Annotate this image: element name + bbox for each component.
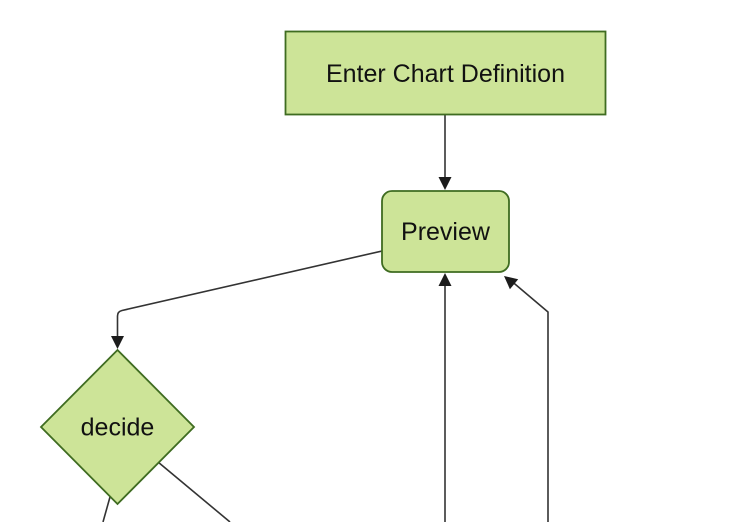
arrowhead-into-preview-corner [504, 276, 519, 290]
decide-diamond [39, 348, 196, 506]
node-decide: decide [39, 348, 196, 506]
decide-label: decide [81, 414, 155, 442]
node-preview: Preview [381, 190, 510, 273]
edge-preview-to-decide [116, 250, 383, 338]
preview-label: Preview [401, 218, 491, 246]
enter-chart-definition-box [284, 30, 607, 116]
enter-chart-definition-label: Enter Chart Definition [326, 60, 565, 88]
arrowhead-into-preview-top [438, 177, 452, 190]
edge-decide-to-offscreen-right [157, 461, 231, 522]
node-enter-chart-definition: Enter Chart Definition [284, 30, 607, 116]
edge-layer [102, 115, 549, 522]
preview-box [381, 190, 510, 273]
edge-offscreen-to-preview-bent [508, 278, 549, 522]
edge-decide-to-offscreen-left [102, 496, 111, 522]
arrowhead-into-decide-top [111, 336, 124, 349]
arrowhead-into-preview-bottom [438, 273, 452, 286]
